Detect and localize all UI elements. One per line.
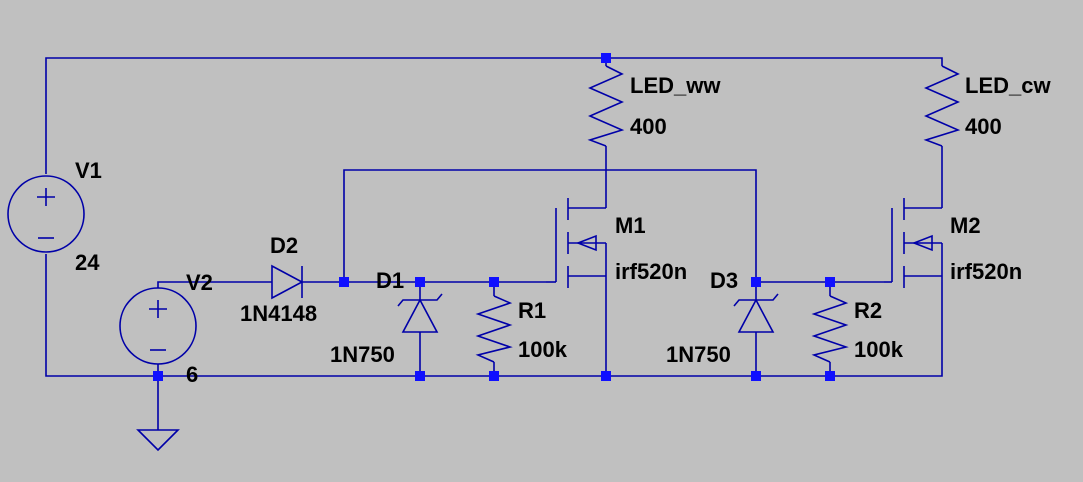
led-ww-name: LED_ww [630,73,721,98]
voltage-source-v2[interactable] [119,287,197,365]
wire-top-rail [45,57,943,174]
d3-name: D3 [710,268,738,293]
v2-name: V2 [186,270,213,295]
m2-name: M2 [950,213,981,238]
v1-value: 24 [75,250,100,275]
mosfet-m1[interactable] [546,198,607,288]
resistor-r1[interactable] [475,295,513,363]
r1-value: 100k [518,337,568,362]
wire-gate-link [343,169,757,282]
voltage-source-v1[interactable] [7,175,85,253]
m2-model: irf520n [950,259,1022,284]
junction-dot [153,371,163,381]
diode-d2[interactable] [271,264,304,300]
junction-dot [415,277,425,287]
r2-name: R2 [854,298,882,323]
led-cw-value: 400 [965,114,1002,139]
ground-icon [136,429,180,452]
junction-dot [751,371,761,381]
d2-name: D2 [270,233,298,258]
resistor-led-ww[interactable] [587,65,625,147]
v2-value: 6 [186,362,198,387]
d1-model: 1N750 [330,342,395,367]
mosfet-m2[interactable] [884,198,943,288]
zener-diode-d3[interactable] [733,293,779,333]
r2-value: 100k [854,337,904,362]
junction-dot [489,277,499,287]
d3-model: 1N750 [666,342,731,367]
junction-dot [601,53,611,63]
junction-dot [601,371,611,381]
labels: V1 24 V2 6 D2 1N4148 D1 1N750 R1 100k M1… [75,73,1051,387]
m1-model: irf520n [615,259,687,284]
wire-bottom-rail [45,254,943,377]
junctions [153,53,835,381]
d1-name: D1 [376,268,404,293]
resistor-led-cw[interactable] [923,65,961,147]
zener-diode-d1[interactable] [397,293,443,333]
led-cw-name: LED_cw [965,73,1051,98]
d2-model: 1N4148 [240,301,317,326]
junction-dot [825,371,835,381]
wire-v2-to-d2 [157,281,272,288]
v1-name: V1 [75,158,102,183]
r1-name: R1 [518,298,546,323]
junction-dot [489,371,499,381]
junction-dot [825,277,835,287]
junction-dot [751,277,761,287]
junction-dot [339,277,349,287]
led-ww-value: 400 [630,114,667,139]
resistor-r2[interactable] [811,295,849,363]
junction-dot [415,371,425,381]
m1-name: M1 [615,213,646,238]
